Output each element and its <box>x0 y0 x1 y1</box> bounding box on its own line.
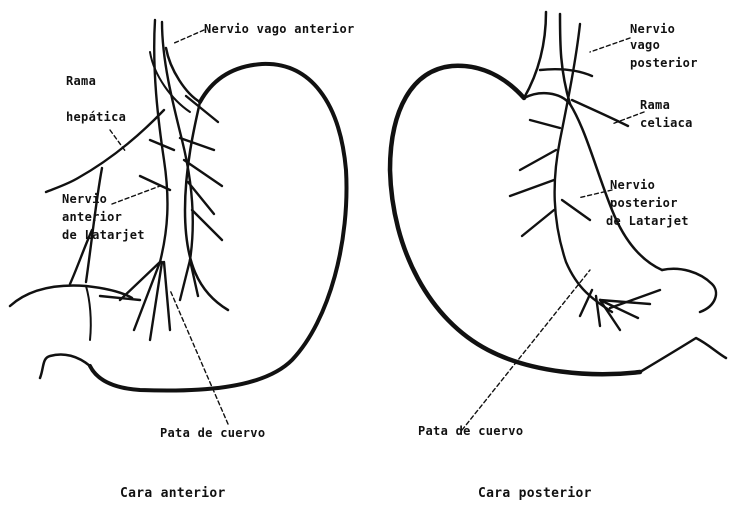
label-anterior-latarjet-line3: de Latarjet <box>62 228 145 243</box>
posterior-branch-5 <box>562 200 590 220</box>
label-posterior-latarjet-line3: de Latarjet <box>606 214 689 229</box>
label-anterior-latarjet-line1: Nervio <box>62 192 107 207</box>
posterior-branch-2 <box>510 180 554 196</box>
posterior-duodenum-upper <box>662 269 716 312</box>
anterior-nerves <box>46 20 222 340</box>
posterior-esophagus <box>524 12 546 98</box>
posterior-vagus-leader <box>590 38 630 52</box>
label-posterior-vagus-line2: vago <box>630 38 660 53</box>
anterior-branch-4 <box>192 210 222 240</box>
label-posterior-latarjet-line2: posterior <box>610 196 678 211</box>
posterior-branch-4 <box>530 120 560 128</box>
label-anterior-latarjet-line2: anterior <box>62 210 122 225</box>
posterior-stomach-greater-curvature <box>390 66 640 374</box>
anterior-duodenum-lower <box>40 354 90 378</box>
anterior-vagus-leader <box>172 30 204 44</box>
posterior-crowfoot-leader <box>462 270 590 430</box>
label-posterior-vagus-line1: Nervio <box>630 22 675 37</box>
anterior-hepatic-sub <box>86 168 102 282</box>
caption-anterior: Cara anterior <box>120 486 226 501</box>
anterior-hepatic-leader <box>110 130 126 152</box>
label-posterior-latarjet-line1: Nervio <box>610 178 655 193</box>
anterior-stomach <box>10 48 347 391</box>
label-posterior-crow-foot: Pata de cuervo <box>418 424 523 439</box>
anterior-crowfoot-5 <box>180 260 190 300</box>
label-posterior-celiac-line1: Rama <box>640 98 670 113</box>
label-anterior-hepatic-line1: Rama <box>66 74 96 89</box>
posterior-branch-3 <box>522 210 554 236</box>
anterior-crowfoot-4 <box>164 262 170 330</box>
posterior-crowfoot-6 <box>610 290 660 308</box>
label-anterior-crow-foot: Pata de cuervo <box>160 426 265 441</box>
posterior-duodenum-lower <box>640 338 726 372</box>
label-posterior-vagus-line3: posterior <box>630 56 698 71</box>
anterior-crowfoot-leader <box>170 290 228 424</box>
label-anterior-vagus: Nervio vago anterior <box>204 22 355 37</box>
label-anterior-hepatic-line2: hepática <box>66 110 126 125</box>
label-posterior-celiac-line2: celiaca <box>640 116 693 131</box>
posterior-branch-1 <box>520 150 556 170</box>
anterior-pylorus <box>86 286 91 340</box>
anterior-latarjet-leader <box>112 186 160 204</box>
anterior-duodenum-upper <box>10 286 132 306</box>
caption-posterior: Cara posterior <box>478 486 592 501</box>
posterior-celiac-arc <box>540 69 592 76</box>
